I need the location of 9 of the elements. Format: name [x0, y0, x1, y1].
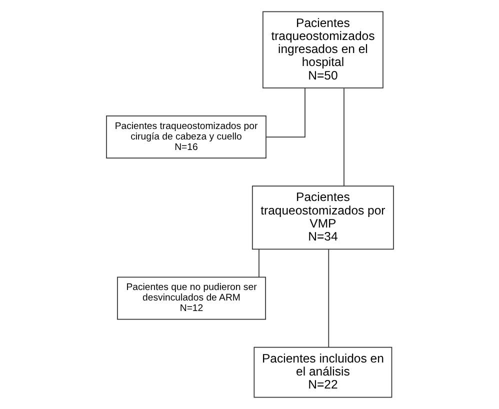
node-box: Pacientes traqueostomizados ingresados en el hospital N=50: [262, 11, 383, 88]
node-box: Pacientes traqueostomizados por VMP N=34: [251, 186, 394, 250]
connector: [265, 88, 305, 138]
node-box: Pacientes incluidos en el análisis N=22: [253, 346, 392, 398]
connector: [328, 248, 329, 348]
connector: [258, 248, 259, 278]
connector: [343, 88, 344, 186]
node-box: Pacientes traqueostomizados por cirugía de cabeza y cuello N=16: [106, 116, 266, 158]
node-box: Pacientes que no pudieron ser desvinculados de ARM N=12: [116, 276, 266, 320]
